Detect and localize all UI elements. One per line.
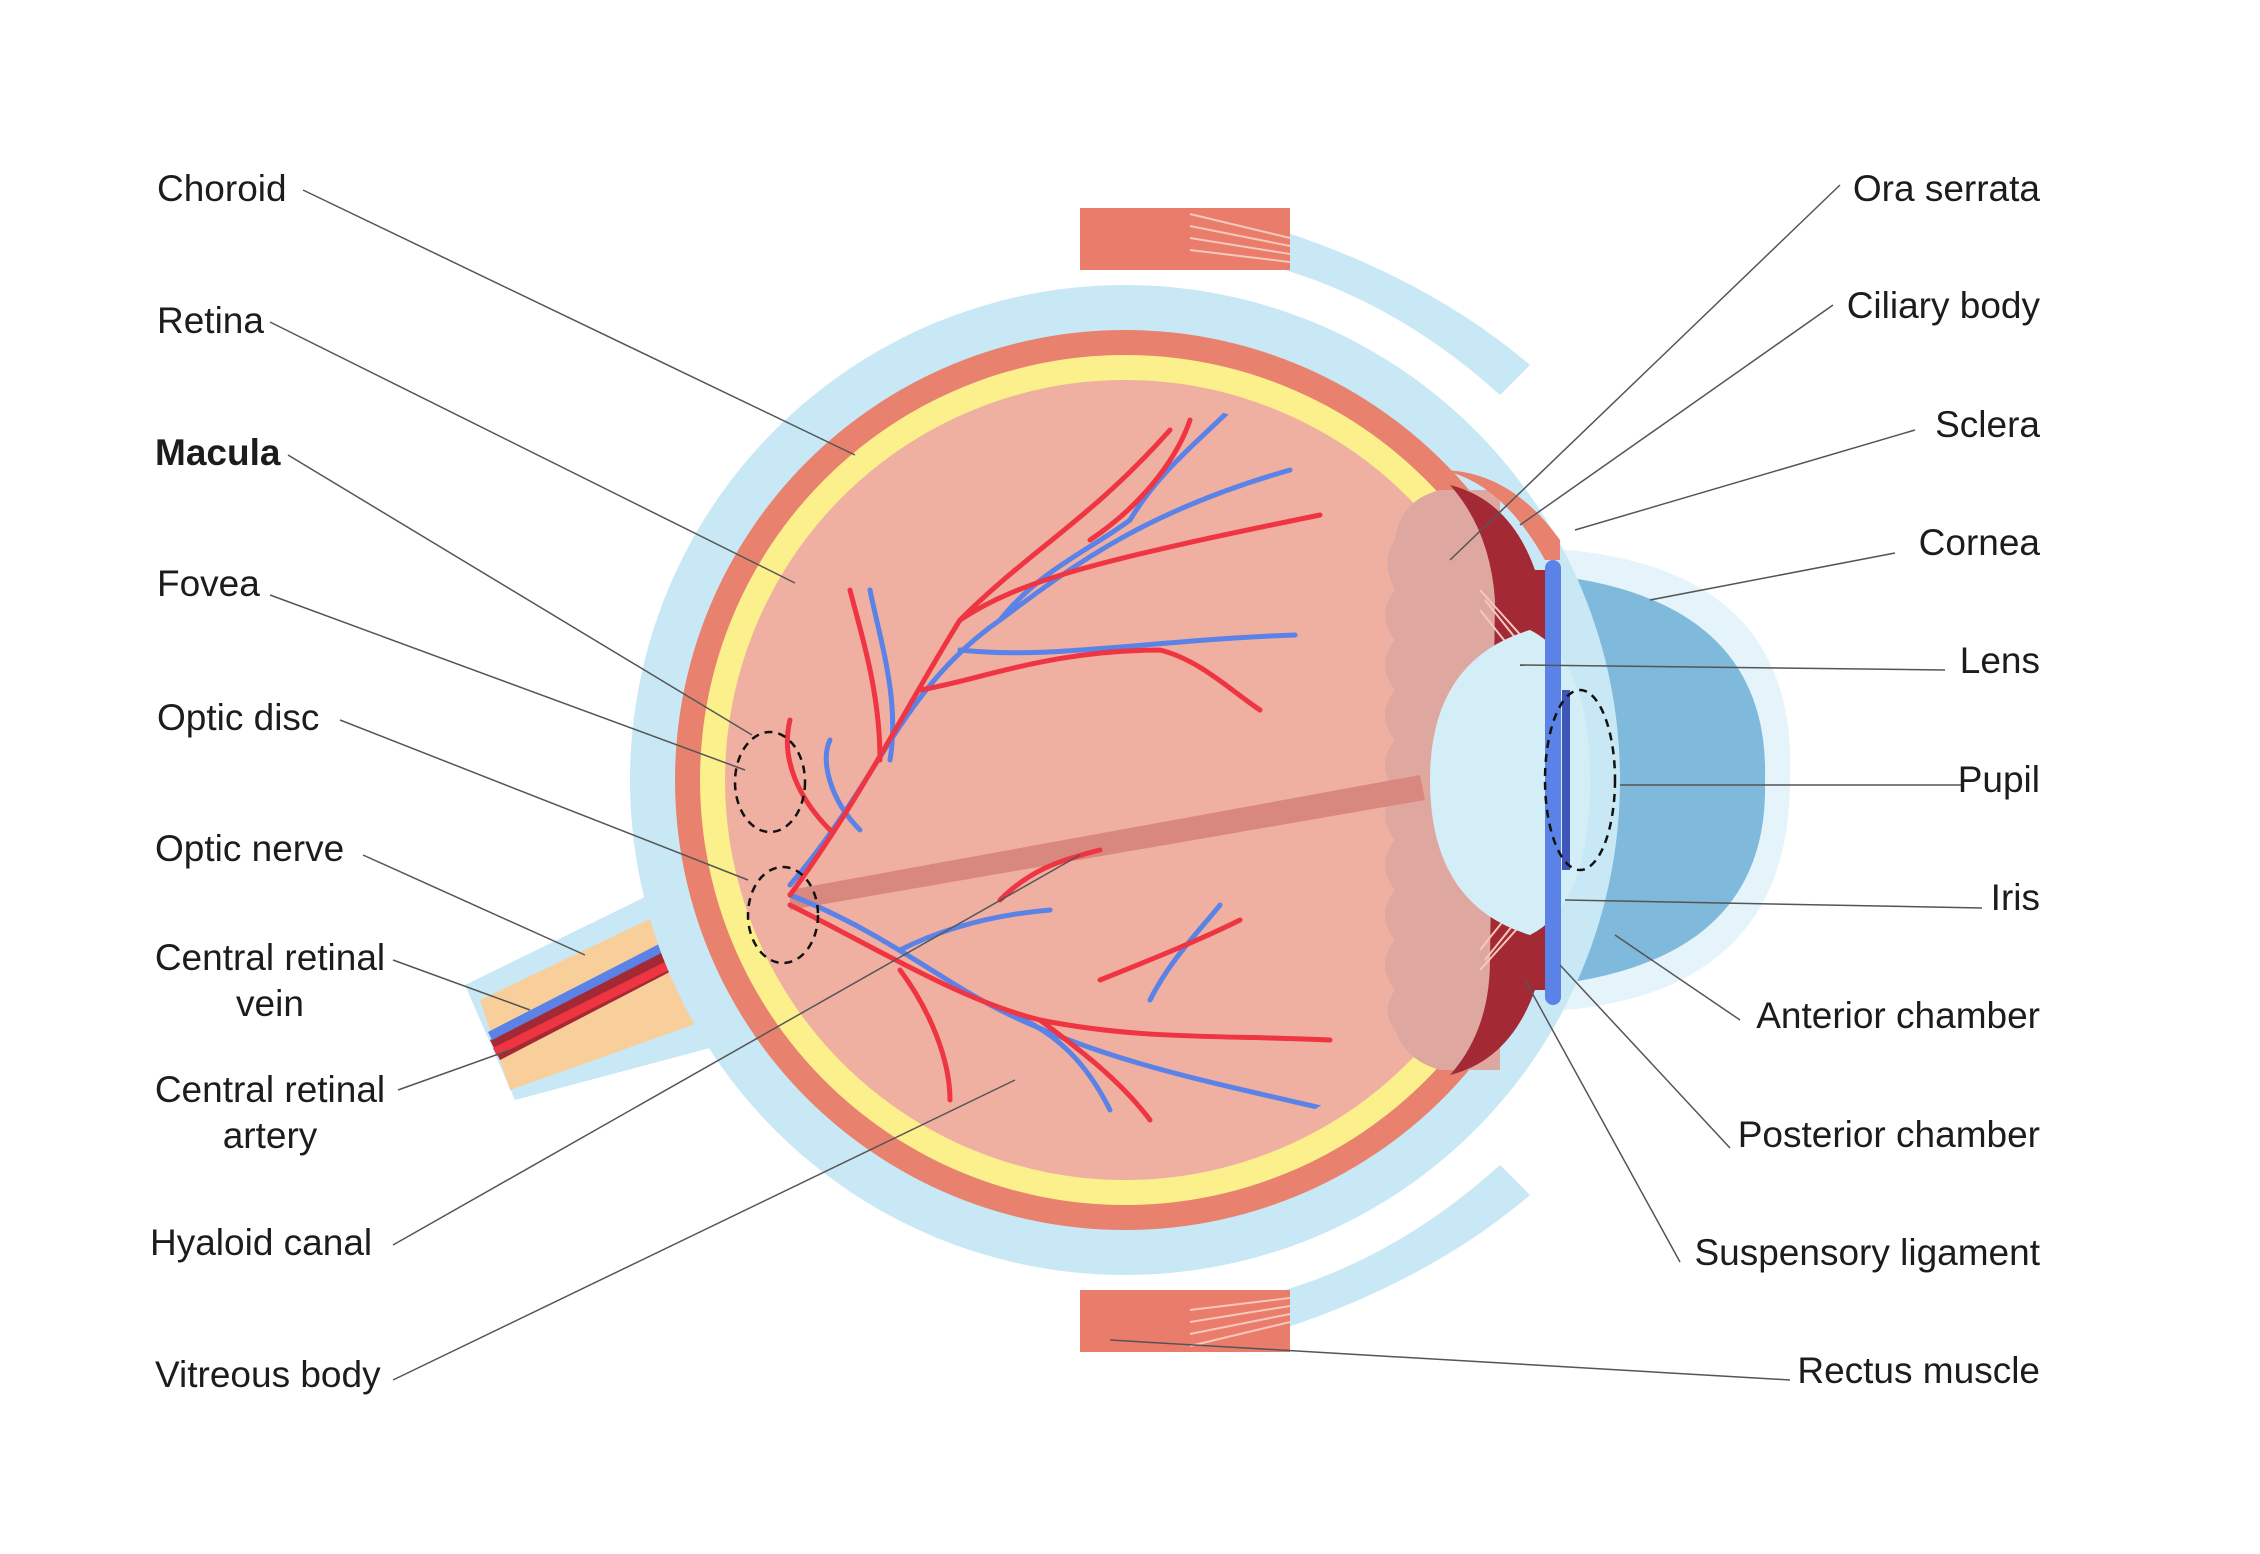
pupil-shape	[1562, 690, 1570, 870]
rectus-muscle-bottom	[1080, 1165, 1530, 1352]
label-central-retinal-artery-line1: Central retinal	[154, 1069, 386, 1110]
label-central-retinal-artery-line2: artery	[222, 1115, 318, 1156]
leader-fovea	[269, 594, 746, 771]
leader-retina	[269, 321, 796, 584]
retinal-vessels	[784, 400, 1333, 1123]
label-fovea: Fovea	[157, 563, 260, 604]
leader-posterior-chamber	[1559, 964, 1731, 1149]
label-pupil: Pupil	[1957, 759, 2040, 800]
label-choroid: Choroid	[157, 168, 287, 209]
leader-lens	[1519, 664, 1946, 671]
label-iris: Iris	[1990, 877, 2040, 918]
leader-suspensory-ligament	[1524, 979, 1681, 1263]
leader-iris	[1564, 899, 1983, 909]
leader-vitreous-body	[392, 1079, 1016, 1381]
label-optic-disc: Optic disc	[157, 697, 320, 738]
iris-shape	[1545, 560, 1561, 1005]
leader-sclera	[1574, 429, 1916, 531]
label-sclera: Sclera	[1935, 404, 2040, 445]
macula-marker	[733, 730, 807, 834]
label-retina: Retina	[157, 300, 264, 341]
leader-rectus-muscle	[1109, 1339, 1791, 1381]
leader-anterior-chamber	[1614, 934, 1741, 1021]
optic-disc-marker	[746, 865, 820, 965]
label-hyaloid-canal: Hyaloid canal	[150, 1222, 373, 1263]
label-macula: Macula	[155, 432, 281, 473]
leader-cornea	[1649, 552, 1896, 601]
leader-hyaloid-canal	[392, 854, 1081, 1246]
leader-macula	[287, 454, 753, 736]
label-ora-serrata: Ora serrata	[1852, 168, 2040, 209]
label-central-retinal-vein-line1: Central retinal	[154, 937, 386, 978]
ciliary-outer	[1440, 470, 1560, 560]
label-central-retinal-artery: Central retinal artery	[150, 1067, 390, 1159]
label-anterior-chamber: Anterior chamber	[1756, 995, 2040, 1036]
vitreous-body-shape	[725, 380, 1525, 1180]
leader-central-retinal-vein	[392, 959, 531, 1011]
leader-lines	[269, 184, 1983, 1381]
label-vitreous-body: Vitreous body	[155, 1354, 381, 1395]
label-posterior-chamber: Posterior chamber	[1737, 1114, 2040, 1155]
label-cornea: Cornea	[1918, 522, 2040, 563]
leader-optic-disc	[339, 719, 749, 881]
label-central-retinal-vein: Central retinal vein	[150, 935, 390, 1027]
label-rectus-muscle: Rectus muscle	[1797, 1350, 2040, 1391]
leader-optic-nerve	[362, 854, 586, 956]
leader-central-retinal-artery	[397, 1049, 511, 1091]
pupil-marker	[1543, 688, 1617, 872]
label-suspensory-ligament: Suspensory ligament	[1694, 1232, 2040, 1273]
label-central-retinal-vein-line2: vein	[236, 983, 304, 1024]
label-optic-nerve: Optic nerve	[155, 828, 345, 869]
retinal-arteries	[784, 417, 1333, 1123]
rectus-muscle-top	[1080, 208, 1530, 395]
leader-choroid	[302, 189, 856, 456]
leader-ora-serrata	[1449, 184, 1841, 561]
label-ciliary-body: Ciliary body	[1846, 285, 2040, 326]
label-lens: Lens	[1959, 640, 2040, 681]
leader-ciliary-body	[1519, 304, 1834, 526]
hyaloid-canal-shape	[790, 775, 1425, 910]
